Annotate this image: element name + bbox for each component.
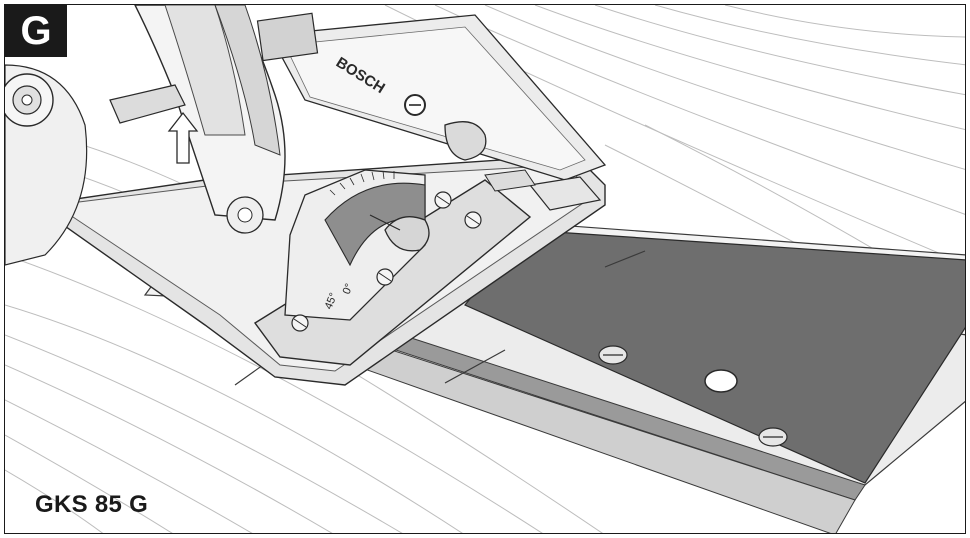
bracket-screw <box>291 314 309 332</box>
rail-connector <box>484 169 602 211</box>
figure-frame: BOSCH <box>4 4 966 534</box>
rail-hole <box>704 369 738 393</box>
angle-scale-bracket: 0° 45° <box>253 169 532 366</box>
model-label: GKS 85 G <box>35 491 149 518</box>
anti-slip-strip <box>464 229 965 484</box>
rail-screw <box>598 345 628 365</box>
bracket-screw <box>464 211 482 229</box>
saw-guide-rail-illustration: BOSCH <box>5 5 965 533</box>
rail-screw <box>758 427 788 447</box>
figure-badge: G <box>5 5 67 57</box>
scale-label-0: 0° <box>341 282 356 296</box>
angle-scale-ticks <box>329 170 395 196</box>
bracket-screw <box>434 191 452 209</box>
bosch-logo-icon <box>404 94 426 116</box>
bracket-screw <box>376 268 394 286</box>
arrow-up-icon <box>167 111 199 164</box>
scale-label-45: 45° <box>323 291 340 311</box>
